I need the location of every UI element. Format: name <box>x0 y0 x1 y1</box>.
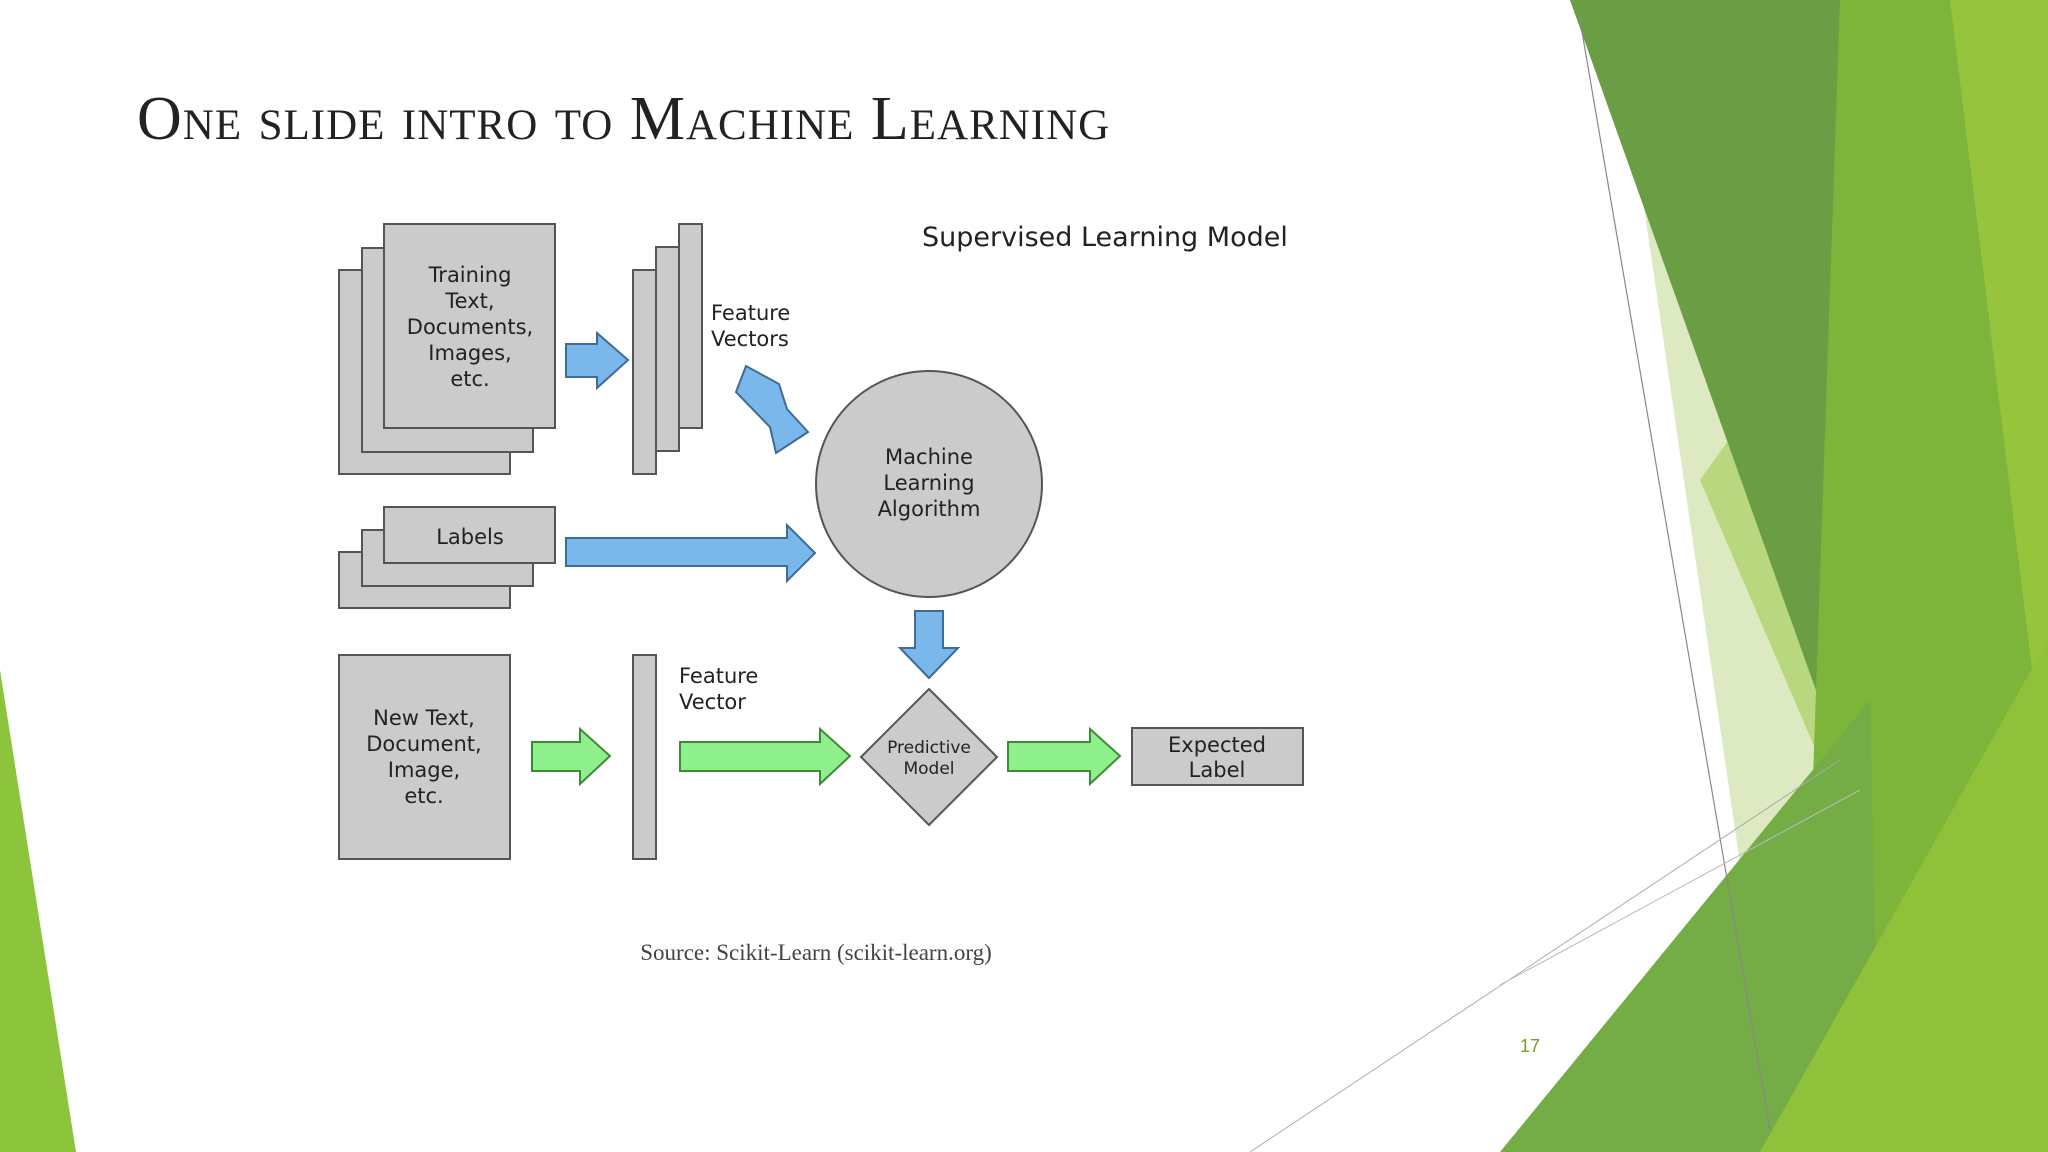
arrow-algorithm-to-model <box>897 610 961 680</box>
labels-label: Labels <box>436 525 504 549</box>
arrow-features-to-algorithm <box>734 364 810 455</box>
svg-text:Learning: Learning <box>883 471 974 495</box>
source-citation: Source: Scikit-Learn (scikit-learn.org) <box>640 940 992 965</box>
right-dark-shard <box>1570 0 1880 870</box>
arrow-newdoc-to-feature <box>531 726 612 787</box>
svg-text:Image,: Image, <box>388 758 460 782</box>
feature-vector-label: Feature Vector <box>679 664 758 714</box>
slide-title: One slide intro to Machine Learning <box>137 85 1111 153</box>
svg-text:Predictive: Predictive <box>887 738 971 758</box>
labels-stack <box>338 506 556 609</box>
feature-vector-bar <box>632 654 657 860</box>
svg-text:Algorithm: Algorithm <box>878 497 981 521</box>
deco-line-2 <box>1249 759 1841 1152</box>
new-document-box <box>338 654 511 860</box>
svg-text:Feature: Feature <box>679 664 758 688</box>
predictive-model-label: Predictive Model <box>887 738 971 779</box>
feature-vectors-stack <box>632 223 703 475</box>
arrow-docs-to-features <box>565 330 630 391</box>
svg-text:Machine: Machine <box>885 445 973 469</box>
svg-text:Document,: Document, <box>366 732 481 756</box>
ml-algorithm-circle <box>815 370 1043 598</box>
svg-text:Model: Model <box>903 759 954 779</box>
feature-vectors-label: Feature Vectors <box>711 301 790 351</box>
svg-text:Images,: Images, <box>428 341 511 365</box>
diagram-heading: Supervised Learning Model <box>922 222 1288 253</box>
svg-text:etc.: etc. <box>404 784 443 808</box>
predictive-model-diamond <box>859 687 999 827</box>
svg-text:Documents,: Documents, <box>407 315 533 339</box>
deco-line-3 <box>1499 789 1861 986</box>
training-documents-label: Training Text, Documents, Images, etc. <box>407 263 533 391</box>
svg-text:Text,: Text, <box>444 289 494 313</box>
arrow-labels-to-algorithm <box>565 522 817 584</box>
arrow-model-to-label <box>1007 726 1122 787</box>
deco-line-1 <box>1579 19 1771 1131</box>
svg-text:New Text,: New Text, <box>373 706 475 730</box>
svg-text:Vector: Vector <box>679 690 746 714</box>
svg-text:Vectors: Vectors <box>711 327 789 351</box>
training-documents-stack <box>338 223 556 475</box>
svg-text:Feature: Feature <box>711 301 790 325</box>
expected-label-box <box>1131 727 1304 786</box>
svg-text:Expected: Expected <box>1168 733 1266 757</box>
right-bright-shard <box>1950 0 2048 800</box>
bottom-bright-shard <box>1760 640 2048 1152</box>
left-green-wedge <box>0 670 76 1152</box>
page-number: 17 <box>1520 1036 1541 1056</box>
svg-text:Training: Training <box>428 263 512 287</box>
arrow-feature-to-model <box>679 726 852 787</box>
expected-label-label: Expected Label <box>1168 733 1266 782</box>
svg-text:etc.: etc. <box>450 367 489 391</box>
svg-text:Label: Label <box>1189 758 1246 782</box>
ml-algorithm-label: Machine Learning Algorithm <box>878 445 981 521</box>
new-document-label: New Text, Document, Image, etc. <box>366 706 481 808</box>
bottom-green-shard <box>1500 700 1880 1152</box>
